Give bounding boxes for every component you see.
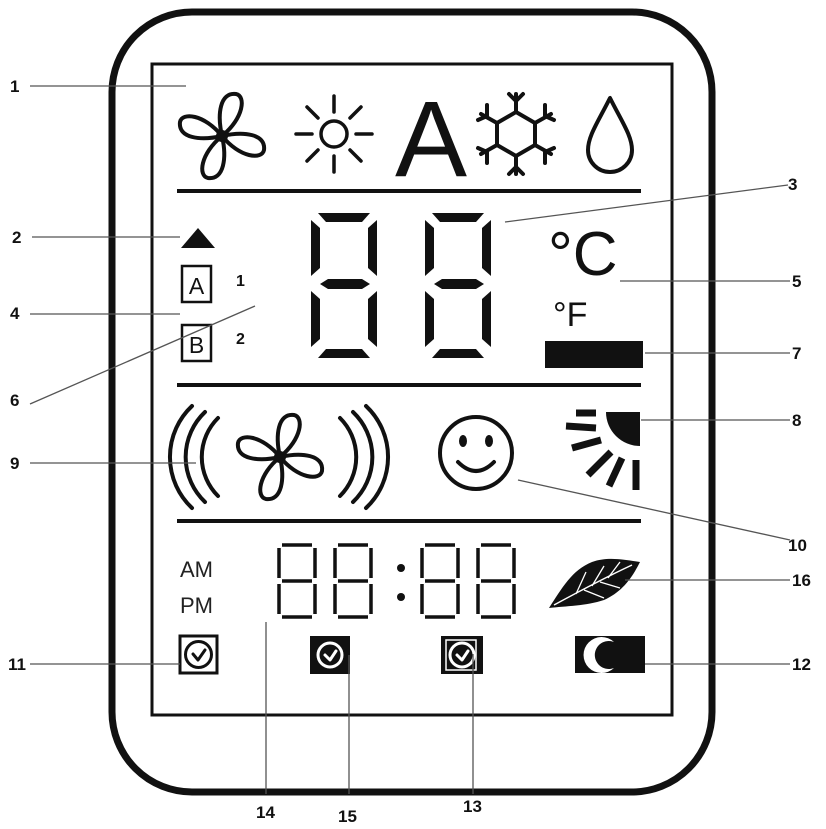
zone-index-2: 2	[236, 331, 245, 348]
clock-colon-top	[397, 564, 405, 572]
callout-12: 12	[792, 655, 811, 674]
callout-8: 8	[792, 411, 802, 430]
clock-am: AM	[180, 557, 213, 582]
unit-celsius: °C	[548, 220, 618, 289]
callout-11: 11	[8, 655, 26, 674]
timer-icon	[441, 636, 483, 674]
temp-digit-1	[311, 213, 377, 358]
callout-13: 13	[463, 797, 482, 816]
device-outline	[108, 8, 716, 796]
fan-icon	[177, 91, 267, 181]
callout-16: 16	[792, 571, 811, 590]
callout-1: 1	[10, 77, 20, 96]
timer-off-icon	[310, 636, 350, 674]
callout-5: 5	[792, 272, 802, 291]
zone-index-1: 1	[236, 273, 245, 290]
leaf-icon	[549, 558, 640, 608]
sun-rays-icon	[565, 409, 640, 490]
snowflake-icon	[476, 92, 556, 176]
sun-icon	[294, 94, 374, 174]
clock-digit-3	[420, 543, 460, 619]
leader-6	[29, 305, 256, 405]
leader-lines	[29, 85, 791, 794]
callout-2: 2	[12, 228, 22, 247]
clock-digit-2	[333, 543, 373, 619]
droplet-icon	[586, 96, 634, 174]
triangle-up-icon	[181, 228, 215, 248]
callout-14: 14	[256, 803, 275, 822]
clock-digit-4	[476, 543, 516, 619]
clock-colon-bottom	[397, 593, 405, 601]
fan-speed-icon	[168, 404, 390, 510]
lcd-frame	[150, 62, 674, 717]
callout-3: 3	[788, 175, 798, 194]
leader-3	[504, 184, 789, 223]
callout-10: 10	[788, 536, 807, 555]
zone-a-letter: A	[189, 273, 205, 299]
unit-fahrenheit: °F	[553, 296, 587, 334]
clock-digits	[277, 543, 516, 619]
callout-9: 9	[10, 454, 20, 473]
timer-on-icon	[178, 634, 219, 675]
temp-digit-2	[425, 213, 491, 358]
callout-6: 6	[10, 391, 20, 410]
moon-icon	[575, 636, 645, 673]
zone-b-letter: B	[189, 332, 204, 358]
callout-7: 7	[792, 344, 802, 363]
callout-4: 4	[10, 304, 20, 323]
callout-15: 15	[338, 807, 357, 826]
indicator-bar	[545, 341, 643, 368]
clock-pm: PM	[180, 593, 213, 618]
zone-a-box	[180, 264, 213, 304]
leader-10	[517, 479, 791, 541]
mode-auto-letter: A	[395, 78, 467, 199]
clock-digit-1	[277, 543, 317, 619]
zone-b-box	[180, 323, 213, 363]
smiley-icon	[438, 415, 514, 491]
